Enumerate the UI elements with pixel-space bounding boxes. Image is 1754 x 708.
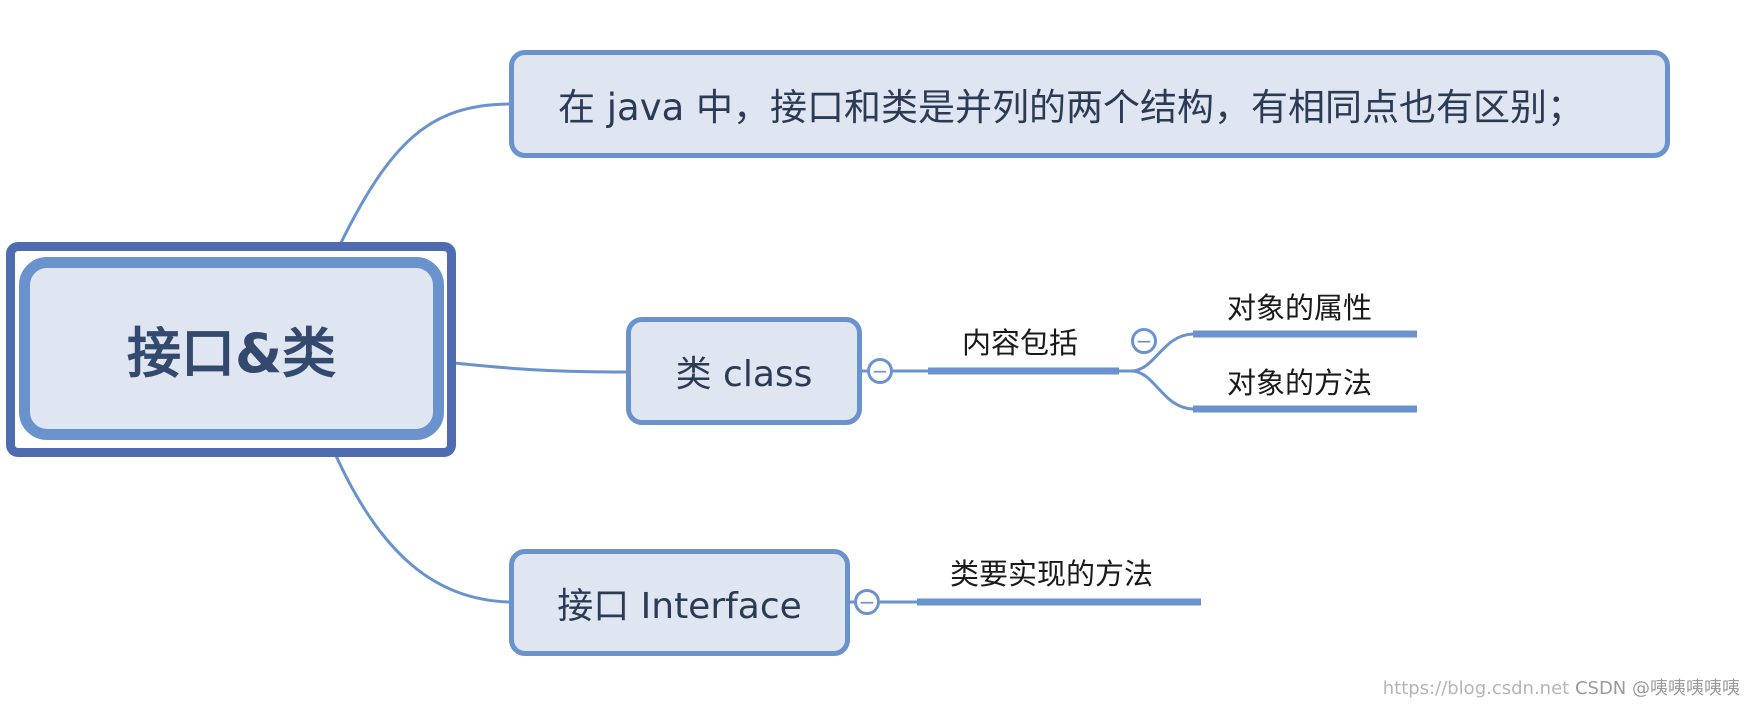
minus-icon: − (871, 359, 889, 383)
connector-content-branch-top (1130, 332, 1194, 373)
interface-node-label: 接口 Interface (557, 585, 802, 627)
connector-root-to-class (443, 360, 627, 374)
interface-node[interactable]: 接口 Interface (509, 549, 850, 656)
connector-content-branch-bottom (1130, 369, 1194, 411)
class-node[interactable]: 类 class (626, 317, 862, 425)
root-node[interactable]: 接口&类 (19, 257, 444, 440)
object-attribute-label[interactable]: 对象的属性 (1227, 291, 1373, 325)
description-node[interactable]: 在 java 中，接口和类是并列的两个结构，有相同点也有区别； (509, 50, 1670, 158)
class-implement-method-label[interactable]: 类要实现的方法 (950, 557, 1154, 591)
root-node-label: 接口&类 (126, 322, 337, 385)
collapse-interface-button[interactable]: − (854, 589, 880, 615)
connector-root-to-interface (328, 441, 510, 604)
watermark: https://blog.csdn.net CSDN @咦咦咦咦咦 (1383, 674, 1740, 700)
description-node-label: 在 java 中，接口和类是并列的两个结构，有相同点也有区别； (558, 86, 1585, 129)
content-includes-label[interactable]: 内容包括 (962, 326, 1079, 360)
minus-icon: − (858, 590, 876, 614)
class-node-label: 类 class (675, 354, 813, 395)
collapse-class-button[interactable]: − (867, 358, 893, 384)
watermark-url: https://blog.csdn.net (1382, 678, 1570, 699)
collapse-content-button[interactable]: − (1131, 328, 1157, 354)
watermark-text: CSDN @咦咦咦咦咦 (1574, 678, 1740, 699)
object-method-label[interactable]: 对象的方法 (1227, 366, 1373, 400)
minus-icon: − (1135, 329, 1153, 353)
connector-root-to-description (333, 102, 510, 256)
